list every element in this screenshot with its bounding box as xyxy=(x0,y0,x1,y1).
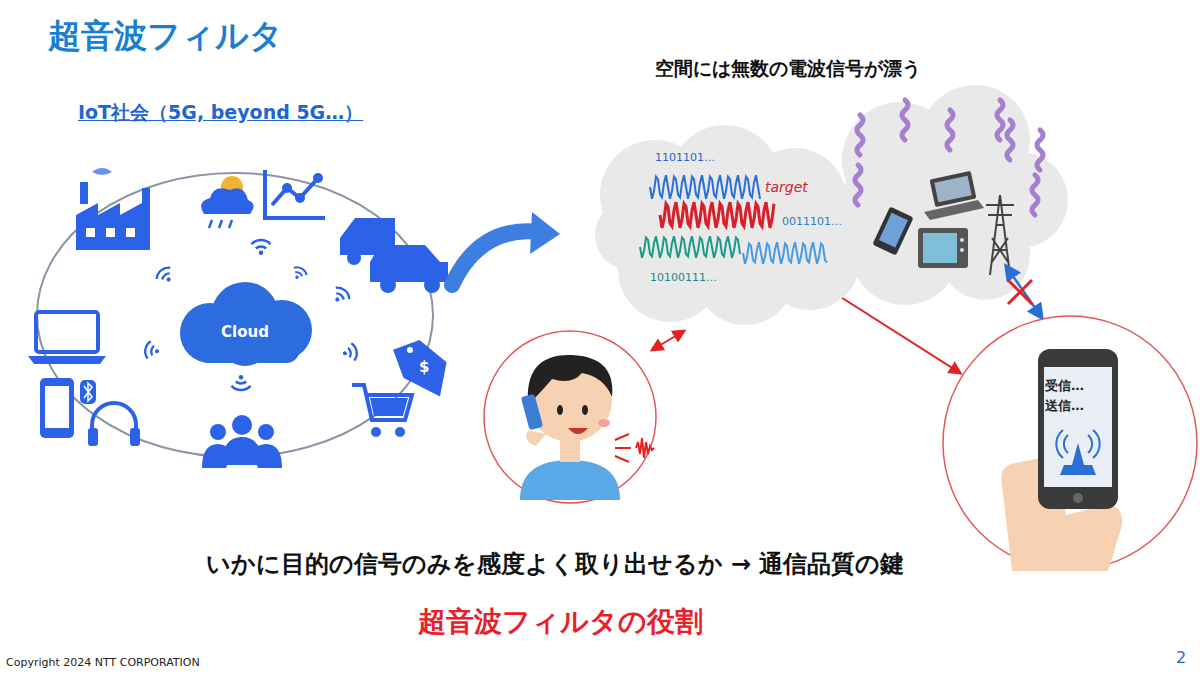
flow-arrow-head xyxy=(530,212,560,254)
flow-arrow xyxy=(452,231,540,285)
antenna-mast xyxy=(1060,443,1096,475)
iot-ring xyxy=(37,173,433,457)
signal-wave xyxy=(650,175,760,199)
iot-icons xyxy=(28,168,457,468)
cloud-shape xyxy=(595,125,860,325)
radio-waves xyxy=(855,100,1043,215)
devices xyxy=(872,171,1014,275)
cloud-node: Cloud xyxy=(170,278,320,366)
node-text: target xyxy=(765,179,808,195)
radio-squiggle xyxy=(1037,130,1043,170)
device-cloud xyxy=(830,85,1068,305)
node-text: 0011101… xyxy=(782,215,842,228)
copyright: Copyright 2024 NTT CORPORATION xyxy=(6,656,200,669)
space-heading: 空間には無数の電波信号が漂う xyxy=(655,56,921,82)
radio-squiggle xyxy=(1032,175,1038,215)
page-number: 2 xyxy=(1176,648,1186,667)
radio-squiggle xyxy=(855,165,861,205)
node-text: 受信… xyxy=(1045,377,1084,395)
node-text: Cloud xyxy=(170,323,320,341)
phone-button xyxy=(1073,493,1083,503)
node-shape xyxy=(170,278,320,366)
radio-squiggle xyxy=(902,100,908,140)
speaker-circle xyxy=(484,331,656,503)
slide-title: 超音波フィルタ xyxy=(48,14,283,59)
radio-squiggle xyxy=(1007,120,1013,160)
phone-screen xyxy=(1044,367,1112,487)
key-message: いかに目的の信号のみを感度よく取り出せるか → 通信品質の鍵 xyxy=(60,548,1050,580)
wifi-marks xyxy=(144,240,358,390)
signal-wave xyxy=(660,202,774,228)
node-text: 10100111… xyxy=(650,271,717,284)
radio-squiggle xyxy=(997,100,1003,140)
node-text: 1101101… xyxy=(655,151,715,164)
cloud-lobe xyxy=(595,200,665,270)
signal-wave xyxy=(743,242,827,264)
boy-figure xyxy=(520,355,654,500)
signal-wave xyxy=(640,236,740,258)
radio-squiggle xyxy=(947,110,953,150)
price-symbol: $ xyxy=(419,358,429,376)
signal-cloud: 1101101… target 0011101… 10100111… xyxy=(595,125,860,325)
role-statement: 超音波フィルタの役割 xyxy=(60,603,1060,641)
phone-circle: 受信… 送信… xyxy=(942,315,1198,571)
blocked-link xyxy=(1006,266,1042,318)
block-cross xyxy=(1008,280,1032,304)
phone-body xyxy=(1038,349,1118,509)
radio-squiggle xyxy=(857,115,863,155)
node-text: 送信… xyxy=(1045,397,1084,415)
section-heading: IoT社会（5G, beyond 5G…） xyxy=(78,100,363,126)
voice-link xyxy=(652,331,684,350)
node-shape xyxy=(942,315,1198,571)
